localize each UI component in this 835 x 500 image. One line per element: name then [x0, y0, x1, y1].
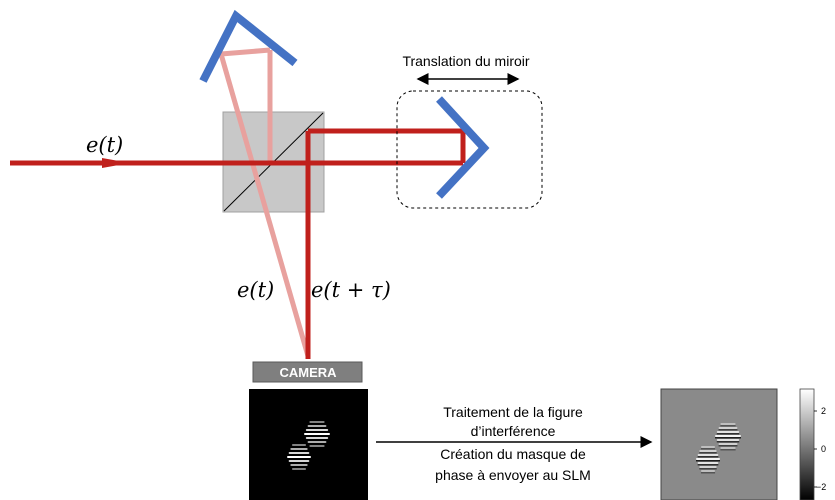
camera: CAMERA — [252, 361, 363, 383]
fringe — [304, 433, 330, 435]
fringe-dark — [720, 449, 736, 451]
fringe — [288, 460, 310, 462]
fringe-dark — [718, 445, 738, 447]
fringe — [290, 448, 308, 450]
fringe — [309, 445, 325, 447]
moving-mirror — [436, 96, 490, 199]
reference-beam — [218, 47, 311, 357]
fringe — [716, 439, 740, 441]
camera-bar — [252, 361, 363, 383]
fringe — [718, 443, 738, 445]
colorbar-tick-min: −2 — [816, 482, 826, 492]
input-field-label: e(t) — [86, 133, 123, 157]
fringe-dark — [715, 437, 741, 439]
delayed-field-label: e(t + τ) — [311, 278, 391, 302]
fringe — [305, 437, 329, 439]
fringe — [696, 458, 720, 460]
reference-field-label: e(t) — [237, 278, 274, 302]
fringe-dark — [697, 456, 719, 458]
colorbar: 2 0 −2 — [799, 388, 826, 500]
fringe — [288, 452, 310, 454]
delayed-beam — [10, 128, 466, 359]
fringe — [287, 456, 311, 458]
fringe — [697, 454, 719, 456]
processing-text-3: Création du masque de — [440, 446, 586, 462]
colorbar-tick-zero: 0 — [821, 444, 826, 454]
phase-mask-image — [660, 388, 778, 500]
fixed-mirror — [199, 9, 298, 83]
fringe-dark — [700, 472, 716, 474]
fringe-dark — [716, 441, 740, 443]
fringe-dark — [699, 452, 717, 454]
interferogram-image — [249, 389, 368, 500]
fringe — [291, 468, 307, 470]
fringe-dark — [716, 433, 740, 435]
fringe-dark — [697, 464, 719, 466]
fringe — [309, 421, 325, 423]
fringe — [305, 429, 329, 431]
fringe — [290, 464, 308, 466]
fringe — [307, 425, 327, 427]
translation-box — [396, 90, 543, 209]
fringe — [307, 441, 327, 443]
fringe-dark — [718, 429, 738, 431]
translation-label: Translation du miroir — [402, 53, 529, 69]
fringe — [716, 431, 740, 433]
colorbar-tick-max: 2 — [821, 406, 826, 416]
fringe — [720, 447, 736, 449]
processing-text-2: d’interférence — [471, 423, 556, 439]
fringe — [700, 470, 716, 472]
fringe — [291, 444, 307, 446]
fringe — [715, 435, 741, 437]
fringe-dark — [696, 460, 720, 462]
fringe — [718, 427, 738, 429]
input-beam-arrow — [102, 158, 130, 168]
fringe-dark — [720, 425, 736, 427]
fringe — [720, 423, 736, 425]
fringe — [697, 462, 719, 464]
processing-text-1: Traitement de la figure — [443, 404, 583, 420]
processing-text-4: phase à envoyer au SLM — [435, 467, 591, 483]
fringe — [699, 466, 717, 468]
fringe — [699, 450, 717, 452]
fringe — [700, 446, 716, 448]
fringe-dark — [700, 448, 716, 450]
camera-label: CAMERA — [279, 365, 337, 380]
fringe-dark — [699, 468, 717, 470]
